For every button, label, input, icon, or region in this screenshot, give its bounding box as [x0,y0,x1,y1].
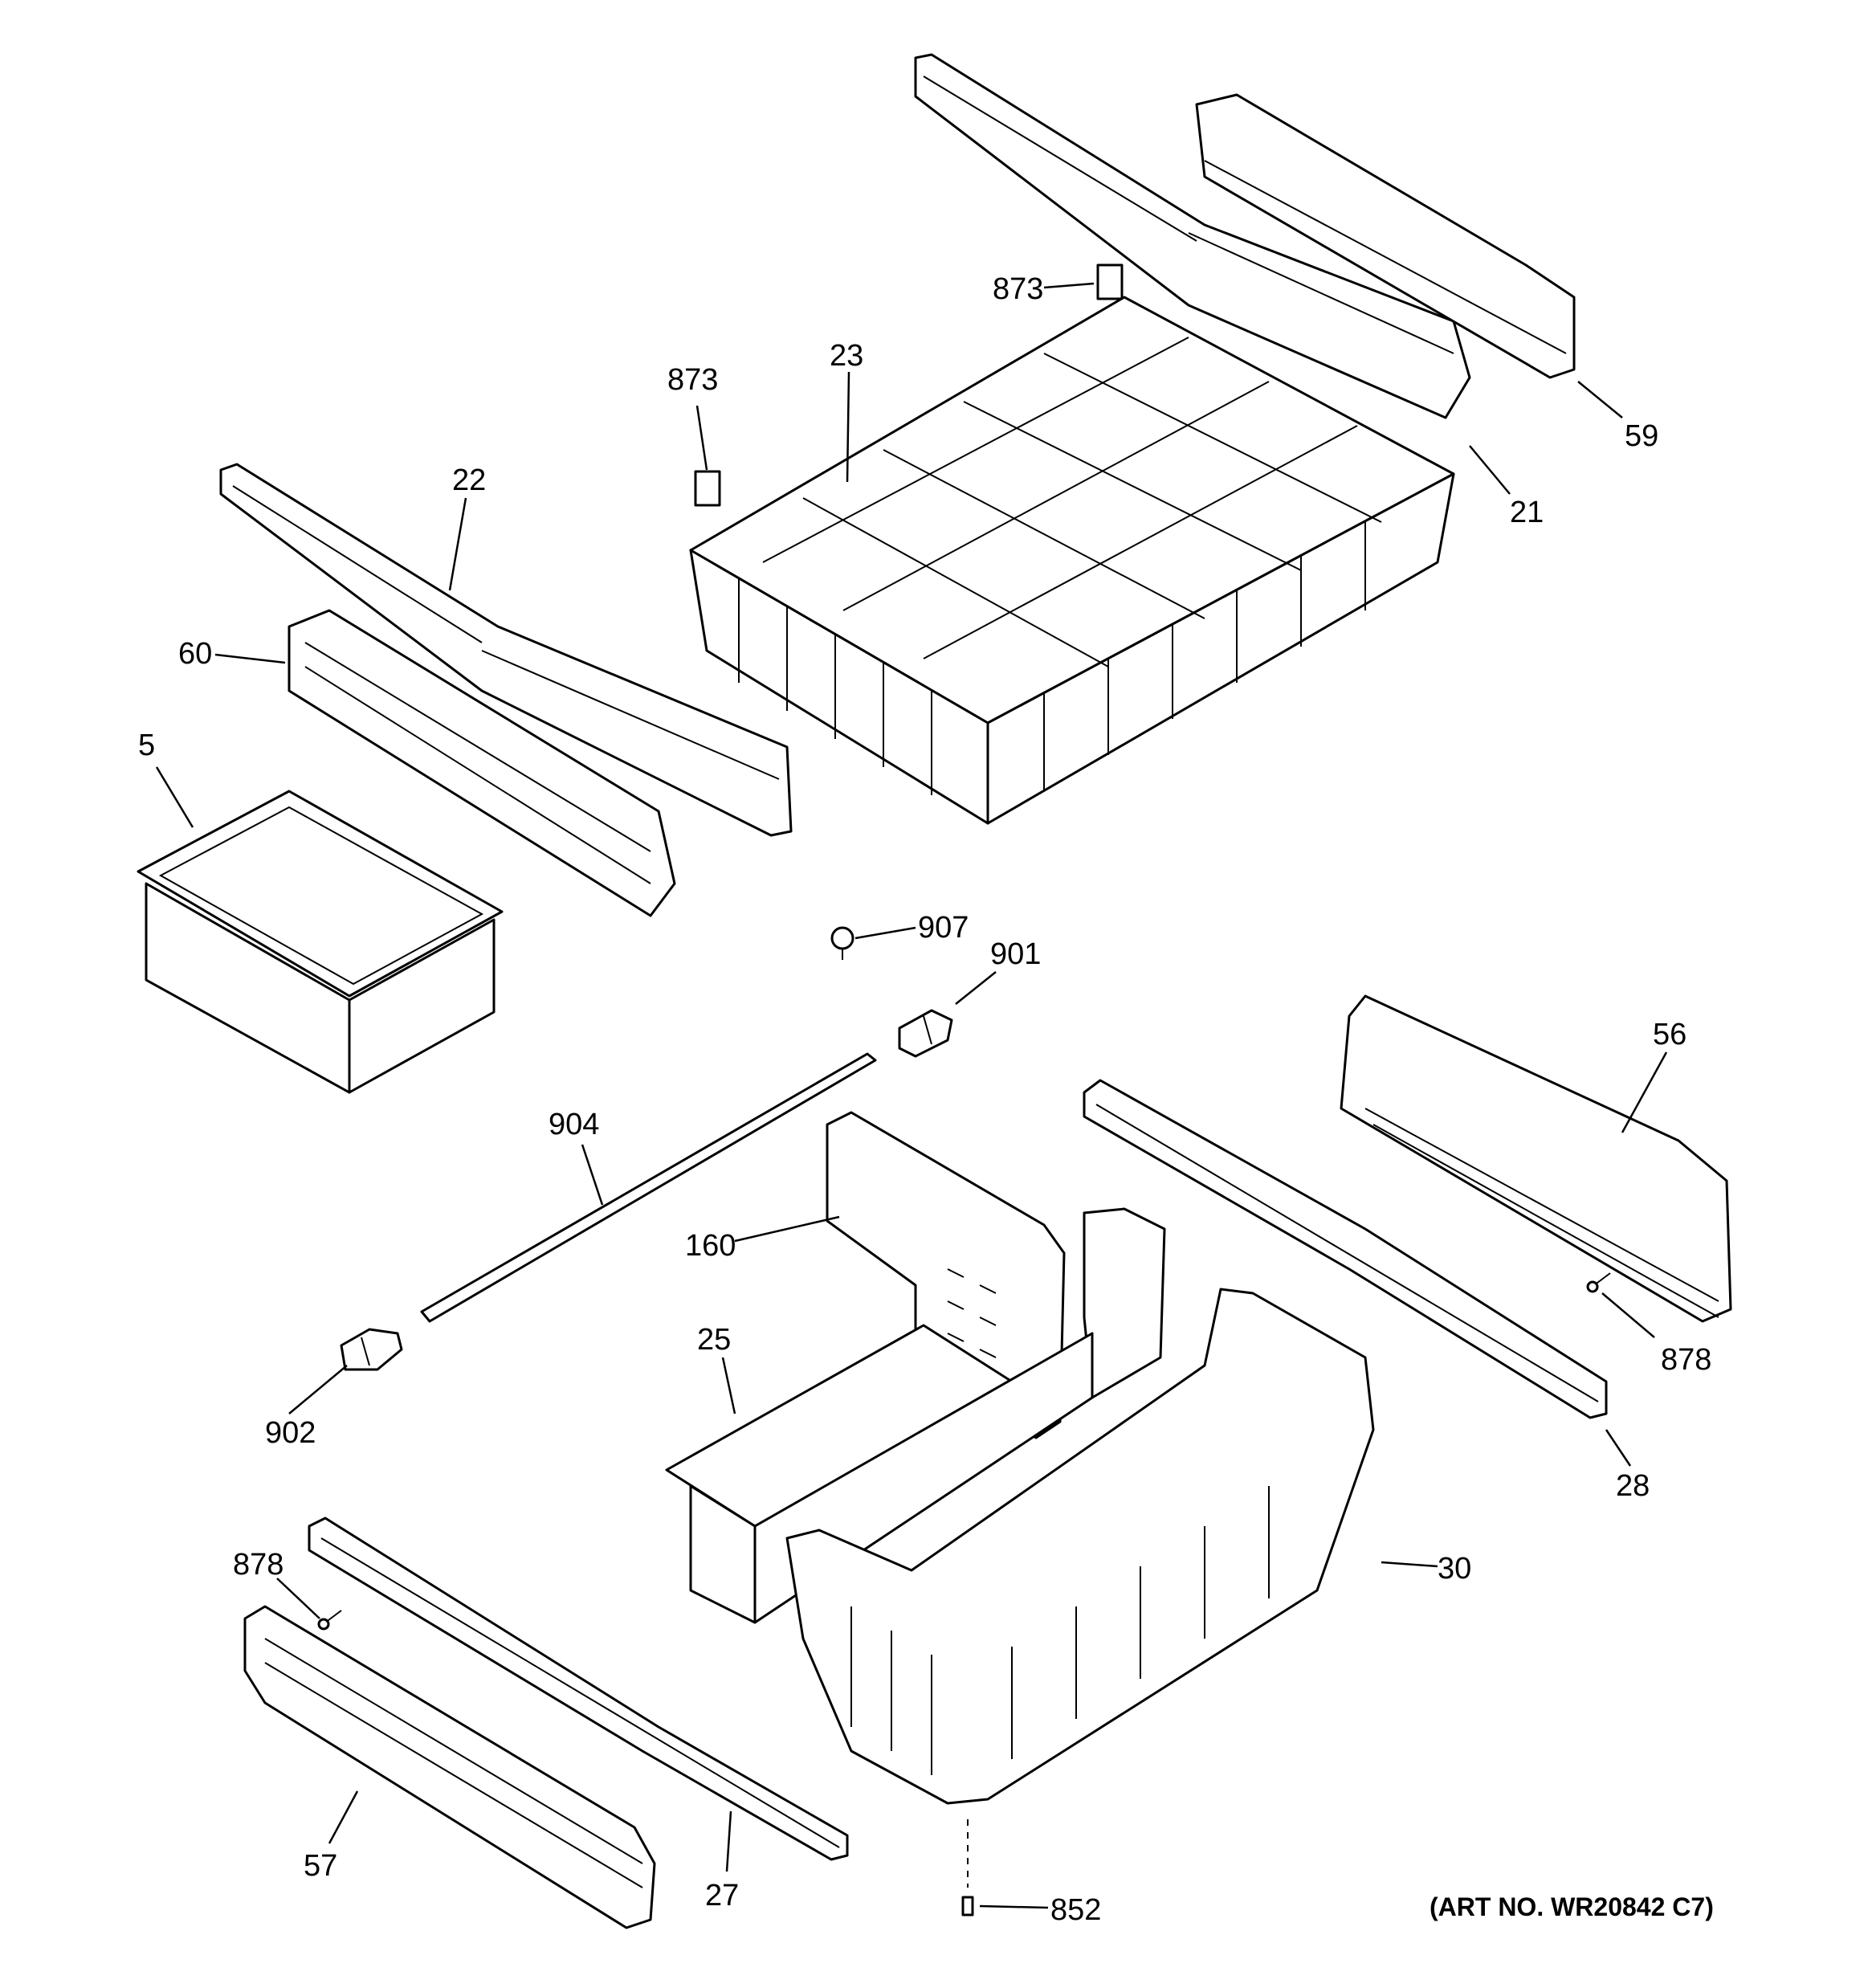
callout-878-left: 878 [233,1548,283,1582]
part-873-clip-upper [1096,263,1124,300]
callout-28: 28 [1616,1469,1650,1503]
part-22-rail [219,463,793,837]
callout-23: 23 [830,339,863,373]
part-56-bracket [1340,994,1732,1323]
part-5-bin [137,790,504,1094]
part-30-basket [785,1288,1375,1805]
part-23-wire-basket [689,296,1455,825]
callout-902: 902 [265,1416,316,1450]
part-60-bracket [288,609,676,917]
part-878-screw-left [317,1610,342,1631]
callout-904: 904 [549,1108,599,1141]
callout-852: 852 [1050,1893,1101,1927]
callout-901: 901 [990,937,1041,971]
callout-21: 21 [1510,496,1544,529]
callout-30: 30 [1438,1552,1471,1586]
callout-60: 60 [178,637,212,671]
part-902-bearing [340,1328,403,1371]
callout-878-right: 878 [1661,1343,1711,1377]
part-878-screw-right [1586,1272,1611,1293]
leader-lines [155,282,1668,1909]
callout-22: 22 [452,463,486,497]
part-907-screw [830,926,854,960]
part-901-bearing [898,1009,953,1058]
part-160-divider [826,1111,1066,1439]
part-852-screw [961,1819,974,1917]
art-number: (ART NO. WR20842 C7) [1430,1892,1714,1921]
callout-27: 27 [705,1879,739,1912]
callout-907: 907 [918,911,969,945]
part-28-rail [1083,1079,1608,1419]
part-27-rail [308,1517,849,1861]
callout-160: 160 [685,1229,736,1263]
part-873-clip-left [694,470,721,507]
callout-873-left: 873 [667,363,718,397]
part-904-rod [420,1052,877,1323]
callout-873-upper: 873 [993,272,1043,306]
callout-57: 57 [304,1849,337,1883]
callout-59: 59 [1625,419,1658,453]
part-21-rail [914,53,1471,419]
callout-5: 5 [138,729,155,762]
callout-56: 56 [1653,1018,1687,1051]
part-59-bracket [1195,93,1576,379]
part-57-bracket [243,1605,656,1929]
callout-25: 25 [697,1323,731,1357]
callout-labels: 873 23 873 59 21 22 60 5 907 901 56 904 … [138,272,1711,1927]
